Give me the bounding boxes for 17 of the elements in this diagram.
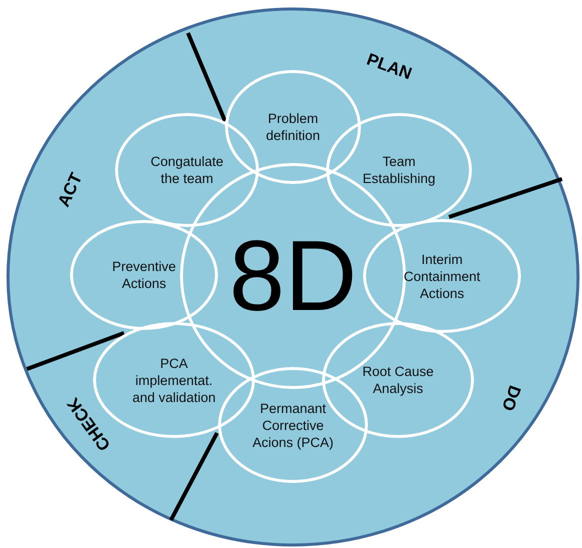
step-label: Root Cause Analysis (361, 363, 435, 397)
step-label: Team Establishing (362, 153, 436, 187)
step-ellipse (326, 113, 472, 227)
step-label: Problem definition (264, 110, 322, 144)
step-label: Preventive Actions (111, 258, 177, 292)
phase-label: PLAN (364, 50, 414, 84)
step-ellipse (363, 219, 521, 333)
phase-label: DO (497, 382, 524, 414)
step-label: Permanant Corrective Acions (PCA) (251, 400, 335, 450)
phase-label: ACT (54, 170, 86, 210)
step-label: Interim Containment Actions (402, 250, 482, 302)
step-label: PCA implementat. and validation (131, 354, 217, 406)
step-ellipse (225, 70, 361, 184)
step-ellipse (70, 220, 218, 330)
title-text: 8D (228, 226, 358, 326)
step-ellipse (115, 113, 259, 227)
step-label: Congatulate the team (150, 153, 224, 187)
